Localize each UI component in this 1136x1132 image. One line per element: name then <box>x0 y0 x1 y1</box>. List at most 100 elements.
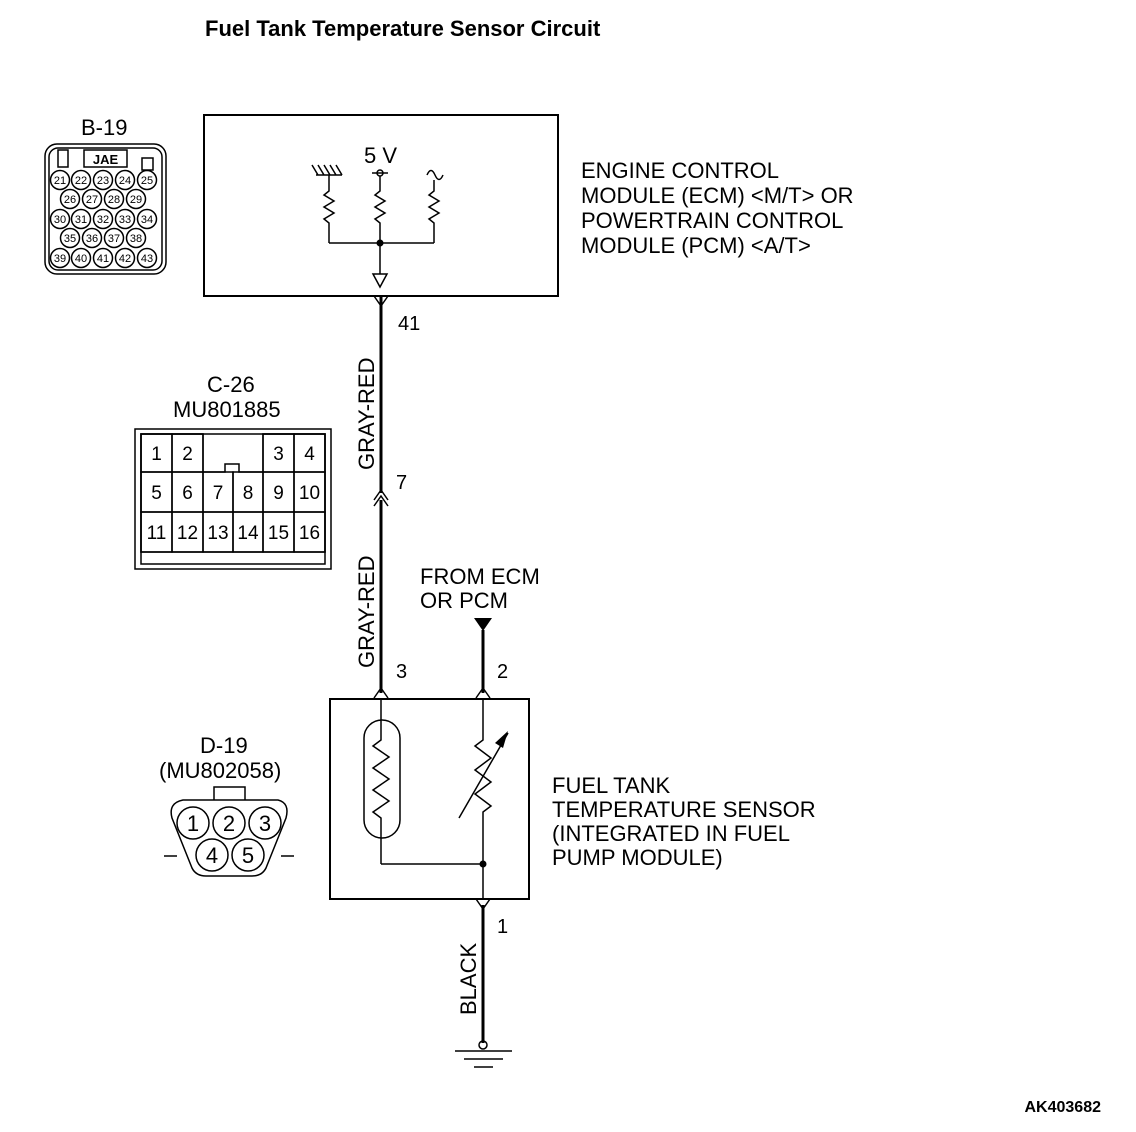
d19-pin: 2 <box>223 811 235 836</box>
b19-pin: 41 <box>97 253 109 265</box>
b19-row-1: 21 22 23 24 25 <box>49 169 158 191</box>
ecm-input-arrow-icon <box>371 273 389 289</box>
connector-b19: B-19 JAE 21 22 23 24 25 26 27 28 29 30 3… <box>44 115 167 275</box>
d19-pin: 1 <box>187 811 199 836</box>
b19-pin: 26 <box>64 194 76 206</box>
connector-fork-icon <box>373 295 389 308</box>
from-ecm-line-2: OR PCM <box>420 588 508 613</box>
ecm-module: 5 V ENGINE CONTROL MODULE (ECM) <M/T> OR… <box>203 114 854 297</box>
c26-pin: 1 <box>151 444 162 465</box>
c26-pin: 7 <box>213 483 224 504</box>
b19-pin: 32 <box>97 214 109 226</box>
ecm-pin-number: 41 <box>398 313 420 335</box>
sensor-module: FUEL TANK TEMPERATURE SENSOR (INTEGRATED… <box>329 698 816 900</box>
b19-pin: 30 <box>54 214 66 226</box>
d19-pin: 4 <box>206 843 218 868</box>
c26-pin: 2 <box>182 444 193 465</box>
b19-pin: 34 <box>141 214 153 226</box>
b19-pin: 39 <box>54 253 66 265</box>
b19-latch <box>83 149 128 168</box>
thermistor-capsule <box>363 719 401 839</box>
b19-pin: 38 <box>130 233 142 245</box>
c26-part-number: MU801885 <box>173 397 281 422</box>
b19-pin: 25 <box>141 175 153 187</box>
b19-pin: 31 <box>75 214 87 226</box>
b19-row-4: 35 36 37 38 <box>59 227 147 249</box>
b19-pin: 29 <box>130 194 142 206</box>
c26-pin: 4 <box>304 444 315 465</box>
lower-wire-color: GRAY-RED <box>354 556 379 668</box>
c26-pin: 13 <box>207 523 228 544</box>
b19-brand: JAE <box>93 152 119 167</box>
b19-pin: 33 <box>119 214 131 226</box>
sensor-fork-left-icon <box>373 686 389 699</box>
c26-pin: 11 <box>147 523 167 544</box>
sensor-label-line-3: (INTEGRATED IN FUEL <box>552 821 790 846</box>
c26-pin: 10 <box>299 483 320 504</box>
b19-pin: 27 <box>86 194 98 206</box>
from-ecm-line-1: FROM ECM <box>420 564 540 589</box>
sensor-label-line-4: PUMP MODULE) <box>552 845 723 870</box>
ecm-box <box>203 114 559 297</box>
ecm-ground-resistor <box>311 164 343 243</box>
ecm-label-line-2: MODULE (ECM) <M/T> OR <box>581 183 854 208</box>
sensor-box <box>329 698 530 900</box>
sensor-pin-1: 1 <box>497 916 508 938</box>
c26-housing <box>134 428 332 570</box>
ecm-ac-resistor <box>426 169 444 243</box>
b19-pin: 37 <box>108 233 120 245</box>
ecm-label-line-4: MODULE (PCM) <A/T> <box>581 233 811 258</box>
b19-row-5: 39 40 41 42 43 <box>49 247 158 269</box>
b19-pin: 42 <box>119 253 131 265</box>
b19-pin: 40 <box>75 253 87 265</box>
b19-pin: 21 <box>54 175 66 187</box>
ground-wire: 1 BLACK <box>455 898 512 1068</box>
c26-pin: 12 <box>177 523 198 544</box>
reference-code: AK403682 <box>1025 1099 1102 1116</box>
ecm-label-line-1: ENGINE CONTROL <box>581 158 779 183</box>
from-ecm-arrow-icon <box>474 618 492 631</box>
c26-pin: 6 <box>182 483 193 504</box>
b19-row-3: 30 31 32 33 34 <box>49 208 158 230</box>
ground-icon <box>455 1050 512 1068</box>
junction-fork-upper-icon <box>373 488 389 501</box>
sensor-pin-3: 3 <box>396 661 407 683</box>
ground-terminal <box>478 1040 488 1050</box>
upper-wire-color: GRAY-RED <box>354 358 379 470</box>
d19-pin: 3 <box>259 811 271 836</box>
sensor-fork-right-icon <box>475 686 491 699</box>
c26-pin: 3 <box>273 444 284 465</box>
c26-pin: 15 <box>268 523 289 544</box>
ecm-label-line-3: POWERTRAIN CONTROL <box>581 208 843 233</box>
c26-pin: 5 <box>151 483 162 504</box>
connector-c26: C-26 MU801885 1 2 3 4 5 6 7 8 9 10 11 12… <box>134 372 332 570</box>
sensor-pin-2: 2 <box>497 661 508 683</box>
b19-row-2: 26 27 28 29 <box>59 188 147 210</box>
d19-name: D-19 <box>200 733 248 758</box>
b19-pin: 23 <box>97 175 109 187</box>
from-ecm-feed: FROM ECM OR PCM 2 <box>420 564 540 699</box>
c26-pin: 16 <box>299 523 320 544</box>
c26-pin: 8 <box>243 483 254 504</box>
sensor-label-line-2: TEMPERATURE SENSOR <box>552 797 816 822</box>
junction-fork-lower-icon <box>373 494 389 507</box>
b19-pin: 22 <box>75 175 87 187</box>
b19-pin: 43 <box>141 253 153 265</box>
diagram-title: Fuel Tank Temperature Sensor Circuit <box>205 16 601 41</box>
b19-housing <box>44 143 167 275</box>
connector-d19: D-19 (MU802058) 1 2 3 4 5 <box>159 733 294 877</box>
variable-arrow-icon <box>495 731 508 748</box>
d19-part-number: (MU802058) <box>159 758 281 783</box>
d19-pin: 5 <box>242 843 254 868</box>
ecm-voltage: 5 V <box>364 143 397 168</box>
signal-wire: 41 GRAY-RED 7 GRAY-RED 3 <box>354 295 420 699</box>
b19-pin: 35 <box>64 233 76 245</box>
b19-pin: 28 <box>108 194 120 206</box>
d19-housing <box>170 799 288 877</box>
c26-pin: 14 <box>237 523 259 544</box>
junction-pin-number: 7 <box>396 472 407 494</box>
sensor-label-line-1: FUEL TANK <box>552 773 671 798</box>
c26-name: C-26 <box>207 372 255 397</box>
ground-wire-color: BLACK <box>456 943 481 1015</box>
